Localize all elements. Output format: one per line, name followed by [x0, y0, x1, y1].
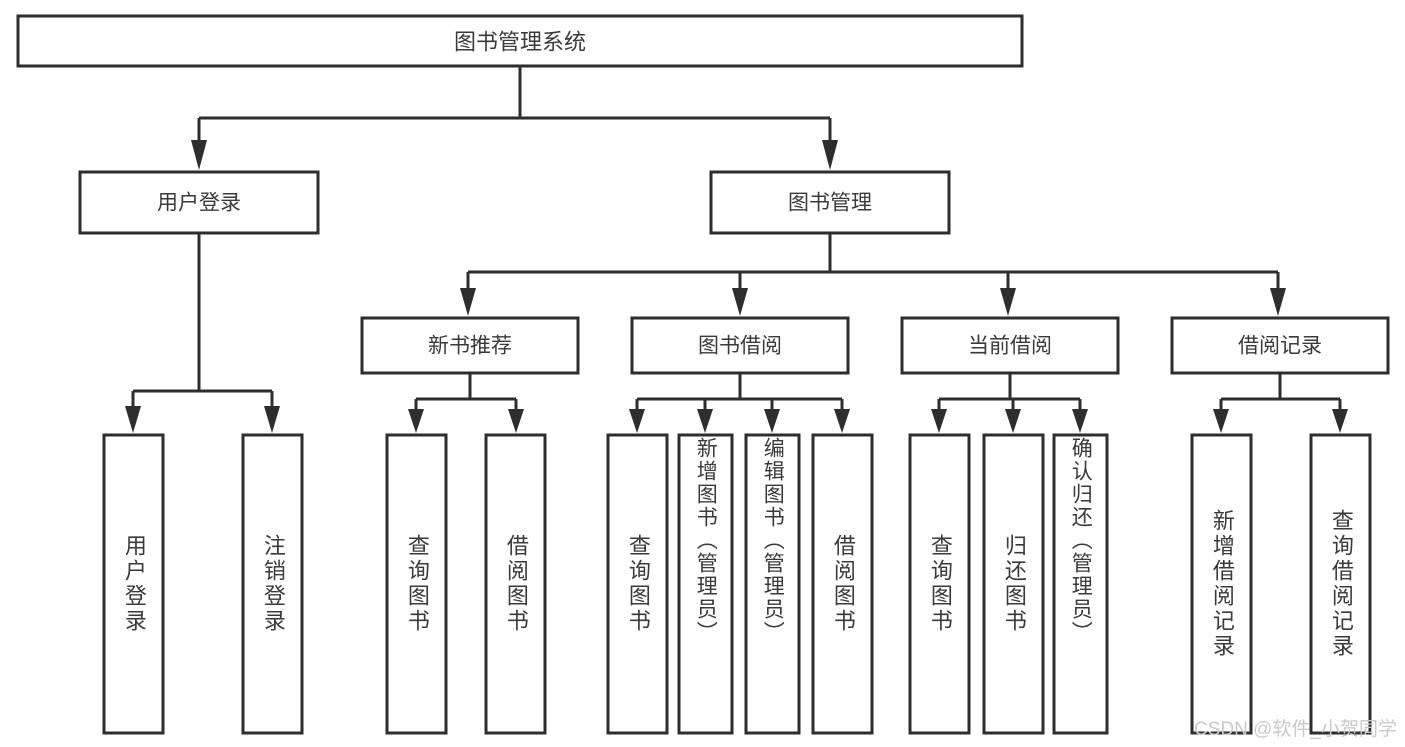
node-current-borrow-box[interactable]	[900, 316, 1120, 375]
leaf-edit-book-box[interactable]	[744, 433, 801, 735]
node-root-box[interactable]	[16, 14, 1024, 68]
node-book-borrow[interactable]: 图书借阅	[630, 316, 850, 375]
watermark: CSDN @软件_小贺同学	[1194, 719, 1397, 740]
leaf-query-book-1-box[interactable]	[385, 433, 448, 735]
connector-root-to-level2	[191, 66, 838, 170]
leaf-add-book-box[interactable]	[677, 433, 734, 735]
leaf-borrow-book-2-box[interactable]	[811, 433, 874, 735]
node-new-book-recommend-label: 新书推荐	[428, 335, 512, 358]
connector-newbook-to-leaves	[408, 373, 524, 433]
node-current-borrow[interactable]: 当前借阅	[900, 316, 1120, 375]
leaf-user-login-box[interactable]	[102, 433, 165, 735]
leaf-boxes	[102, 433, 1372, 735]
node-user-login[interactable]: 用户登录	[78, 170, 320, 235]
leaf-confirm-return-box[interactable]	[1052, 433, 1109, 735]
node-user-login-box[interactable]	[78, 170, 320, 235]
node-book-borrow-label: 图书借阅	[698, 335, 782, 358]
leaf-borrow-book-1-box[interactable]	[484, 433, 547, 735]
node-current-borrow-label: 当前借阅	[968, 335, 1052, 358]
node-borrow-record-label: 借阅记录	[1238, 335, 1322, 358]
node-root-label: 图书管理系统	[454, 30, 586, 55]
node-book-borrow-box[interactable]	[630, 316, 850, 375]
node-borrow-record[interactable]: 借阅记录	[1170, 316, 1390, 375]
leaf-query-book-3-box[interactable]	[908, 433, 971, 735]
node-user-login-label: 用户登录	[157, 192, 241, 215]
leaf-query-record-box[interactable]	[1309, 433, 1372, 735]
leaf-query-book-2-box[interactable]	[606, 433, 669, 735]
node-borrow-record-box[interactable]	[1170, 316, 1390, 375]
connector-userlogin-to-leaves	[125, 233, 280, 433]
node-book-manage-label: 图书管理	[788, 192, 872, 215]
connector-bookborrow-to-leaves	[629, 373, 850, 433]
node-new-book-recommend-box[interactable]	[360, 316, 580, 375]
node-book-manage[interactable]: 图书管理	[709, 170, 951, 235]
connector-bookmanage-to-level3	[460, 233, 1286, 316]
node-book-manage-box[interactable]	[709, 170, 951, 235]
connector-borrowrecord-to-leaves	[1213, 373, 1348, 433]
leaf-return-book-box[interactable]	[982, 433, 1045, 735]
node-root[interactable]: 图书管理系统	[16, 14, 1024, 68]
connector-currentborrow-to-leaves	[931, 373, 1088, 433]
node-new-book-recommend[interactable]: 新书推荐	[360, 316, 580, 375]
leaf-add-record-box[interactable]	[1190, 433, 1253, 735]
leaf-user-logout-box[interactable]	[241, 433, 304, 735]
